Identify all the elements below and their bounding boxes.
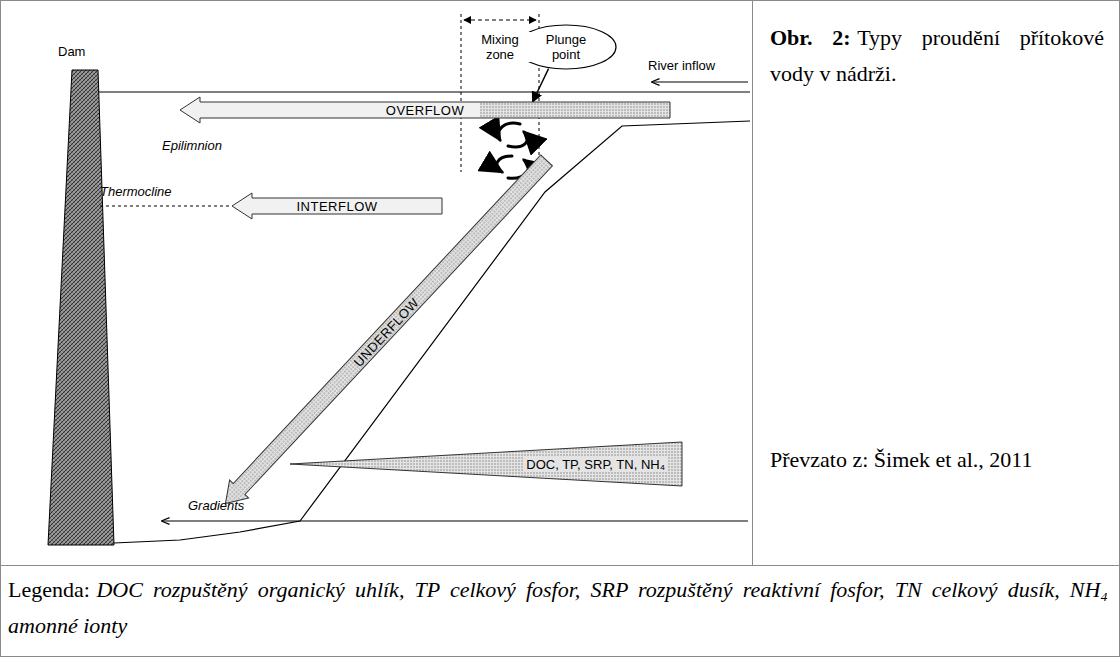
lake-bed xyxy=(114,121,750,543)
river-inflow-arrow xyxy=(652,81,748,82)
figure-number: Obr. 2: xyxy=(770,25,851,50)
legend-heading: Legenda: xyxy=(8,577,90,602)
dam-wall xyxy=(48,70,114,545)
gradient-wedge: DOC, TP, SRP, TN, NH₄ xyxy=(290,442,682,486)
node-text: Plunge point xyxy=(535,32,597,62)
river-inflow-label: River inflow xyxy=(648,58,715,73)
node-text: INTERFLOW xyxy=(296,199,377,214)
gradients-label: Gradients xyxy=(188,498,244,513)
figure-caption: Obr. 2:Typy proudění přítokové vody v ná… xyxy=(770,20,1104,92)
source-note: Převzato z: Šimek et al., 2011 xyxy=(770,442,1104,478)
leader-arrow xyxy=(533,69,549,102)
legend-text: DOC rozpuštěný organický uhlík, TP celko… xyxy=(8,577,1108,638)
water-surface xyxy=(98,92,750,93)
thermocline-line xyxy=(100,206,232,207)
node-text: DOC, TP, SRP, TN, NH₄ xyxy=(523,457,668,472)
gradient-arrow xyxy=(162,520,748,521)
node-text: UNDERFLOW xyxy=(350,295,421,370)
mixing-zone-bounds xyxy=(461,14,539,172)
legend-paragraph: Legenda:DOC rozpuštěný organický uhlík, … xyxy=(8,572,1108,644)
overflow-arrow: OVERFLOW xyxy=(180,97,670,123)
interflow-arrow: INTERFLOW xyxy=(232,193,442,219)
dam-label: Dam xyxy=(58,44,85,59)
mixing-zone-label: Mixing zone xyxy=(468,32,532,62)
epilimnion-label: Epilimnion xyxy=(162,138,222,153)
node-text: OVERFLOW xyxy=(386,103,464,118)
mixing-swirls xyxy=(497,123,529,178)
thermocline-label: Thermocline xyxy=(100,184,172,199)
